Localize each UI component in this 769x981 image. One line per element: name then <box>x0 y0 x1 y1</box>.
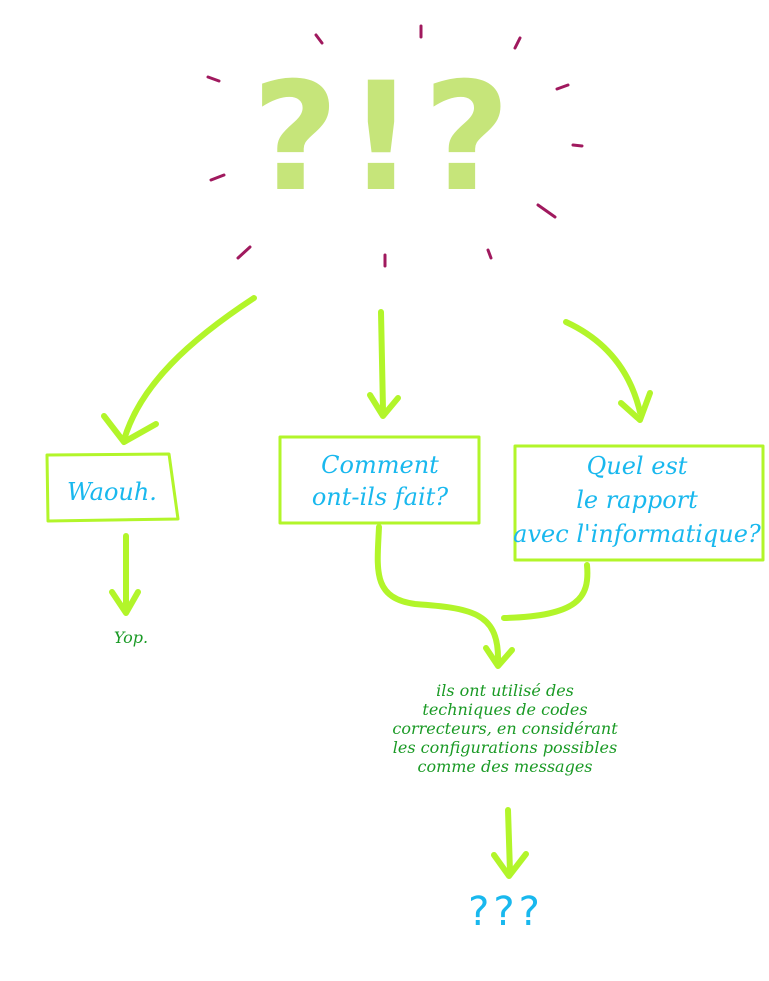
burst-symbols: ?!? <box>251 51 519 225</box>
answer-label: ils ont utilisé des techniques de codes … <box>350 681 660 776</box>
box-comment-line: Comment <box>321 451 439 479</box>
burst-ray <box>314 33 324 45</box>
box-waouh-line: Waouh. <box>67 478 157 506</box>
arrow-head <box>101 413 159 445</box>
box-quel <box>513 444 765 562</box>
final-question-marks: ??? <box>468 889 544 935</box>
arrow-to-comment <box>378 309 386 413</box>
burst-ray <box>209 173 226 182</box>
arrow-head <box>618 390 653 423</box>
yop-label: Yop. <box>113 628 149 647</box>
arrow-head <box>491 851 529 879</box>
answer-line: correcteurs, en considérant <box>392 719 618 738</box>
box-comment <box>278 435 481 525</box>
box-comment-label: Comment ont-ils fait? <box>282 449 478 513</box>
burst-ray <box>536 203 557 219</box>
answer-line: les configurations possibles <box>392 738 618 757</box>
burst-ray <box>555 83 570 91</box>
box-quel-line: Quel est <box>586 452 688 480</box>
answer-line: techniques de codes <box>422 700 588 719</box>
arrow-to-quel <box>563 319 643 415</box>
burst-ray <box>206 75 221 83</box>
burst-ray <box>513 36 522 50</box>
answer-line: comme des messages <box>417 757 593 776</box>
connector-comment <box>374 524 501 661</box>
arrow-to-waouh <box>121 295 257 443</box>
arrow-to-final <box>505 807 513 875</box>
answer-line: ils ont utilisé des <box>436 681 574 700</box>
arrow-head <box>483 645 515 669</box>
burst-ray <box>486 248 493 260</box>
burst-rays <box>206 24 584 268</box>
box-comment-line: ont-ils fait? <box>311 483 449 511</box>
burst-ray <box>236 245 252 260</box>
burst-ray <box>571 143 584 148</box>
arrow-head <box>109 589 141 616</box>
box-waouh-label: Waouh. <box>50 476 174 508</box>
arrow-head <box>367 392 401 419</box>
box-quel-label: Quel est le rapport avec l'informatique? <box>506 449 768 551</box>
box-waouh <box>45 452 180 523</box>
box-quel-line: avec l'informatique? <box>513 520 761 548</box>
connector-quel <box>501 562 591 621</box>
box-quel-line: le rapport <box>576 486 698 514</box>
